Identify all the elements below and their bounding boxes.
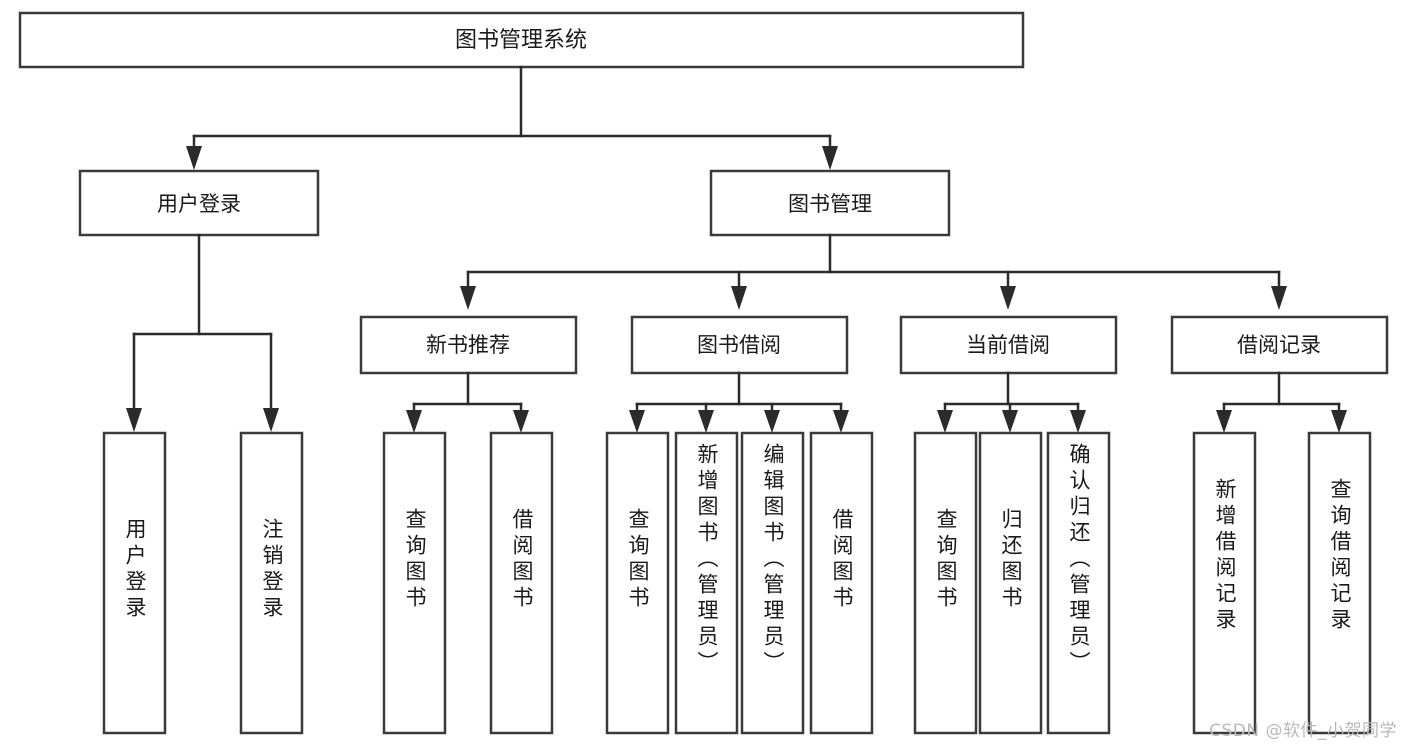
node-leaf-add-book-box[interactable] <box>674 431 739 735</box>
arrow-head-icon <box>263 408 279 432</box>
node-root-box[interactable] <box>18 11 1025 69</box>
arrow-head-icon <box>186 146 202 170</box>
csdn-watermark: CSDN @软件_小贺同学 <box>1209 721 1397 741</box>
node-book-manage[interactable]: 图书管理 <box>709 169 951 237</box>
node-leaf-add-record-box[interactable] <box>1192 431 1257 735</box>
connector-current-borrow-to-leaves <box>937 371 1086 433</box>
connector-borrow-record-to-leaves <box>1216 371 1347 433</box>
node-current-borrow-label: 当前借阅 <box>966 333 1050 357</box>
arrow-head-icon <box>1070 410 1086 433</box>
node-leaf-user-logout-box[interactable] <box>239 431 304 735</box>
connector-book-borrow-to-leaves <box>629 371 849 433</box>
arrow-head-icon <box>1216 410 1232 433</box>
node-current-borrow-box[interactable] <box>899 315 1118 375</box>
arrow-head-icon <box>460 286 476 310</box>
node-leaf-query-book-2-box[interactable] <box>605 431 670 735</box>
node-borrow-record-label: 借阅记录 <box>1237 333 1321 357</box>
connector-book-manage-to-level2 <box>460 233 1287 310</box>
node-leaf-borrow-book-2-box[interactable] <box>809 431 874 735</box>
node-leaf-query-record-box[interactable] <box>1307 431 1372 735</box>
node-current-borrow[interactable]: 当前借阅 <box>899 315 1118 375</box>
arrow-head-icon <box>731 286 747 310</box>
connector-new-book-rec-to-leaves <box>406 371 529 433</box>
node-leaf-query-book-1-box[interactable] <box>382 431 447 735</box>
arrow-head-icon <box>822 146 838 170</box>
node-leaf-return-book-box[interactable] <box>978 431 1043 735</box>
node-borrow-record[interactable]: 借阅记录 <box>1170 315 1389 375</box>
node-leaf-user-login-box[interactable] <box>102 431 167 735</box>
arrow-head-icon <box>937 410 953 433</box>
node-leaf-edit-book-box[interactable] <box>740 431 805 735</box>
node-new-book-rec[interactable]: 新书推荐 <box>359 315 578 375</box>
arrow-head-icon <box>1002 410 1018 433</box>
connector-user-login-to-leaves <box>126 233 279 432</box>
arrow-head-icon <box>513 410 529 433</box>
arrow-head-icon <box>1331 410 1347 433</box>
node-new-book-rec-box[interactable] <box>359 315 578 375</box>
node-user-login-box[interactable] <box>78 169 320 237</box>
node-user-login[interactable]: 用户登录 <box>78 169 320 237</box>
arrow-head-icon <box>126 408 142 432</box>
node-book-borrow-label: 图书借阅 <box>697 333 781 357</box>
node-root-label: 图书管理系统 <box>455 28 587 53</box>
node-leaf-borrow-book-1-box[interactable] <box>489 431 554 735</box>
node-book-manage-label: 图书管理 <box>788 192 872 216</box>
node-leaf-confirm-return-box[interactable] <box>1046 431 1111 735</box>
node-leaf-query-book-3-box[interactable] <box>913 431 978 735</box>
arrow-head-icon <box>764 410 780 433</box>
connector-root-to-level1 <box>186 65 838 170</box>
arrow-head-icon <box>833 410 849 433</box>
arrow-head-icon <box>698 410 714 433</box>
node-root[interactable]: 图书管理系统 <box>18 11 1025 69</box>
node-new-book-rec-label: 新书推荐 <box>426 333 510 357</box>
arrow-head-icon <box>1271 286 1287 310</box>
arrow-head-icon <box>629 410 645 433</box>
node-user-login-label: 用户登录 <box>157 192 241 216</box>
arrow-head-icon <box>1000 286 1016 310</box>
node-book-borrow[interactable]: 图书借阅 <box>630 315 849 375</box>
arrow-head-icon <box>406 410 422 433</box>
